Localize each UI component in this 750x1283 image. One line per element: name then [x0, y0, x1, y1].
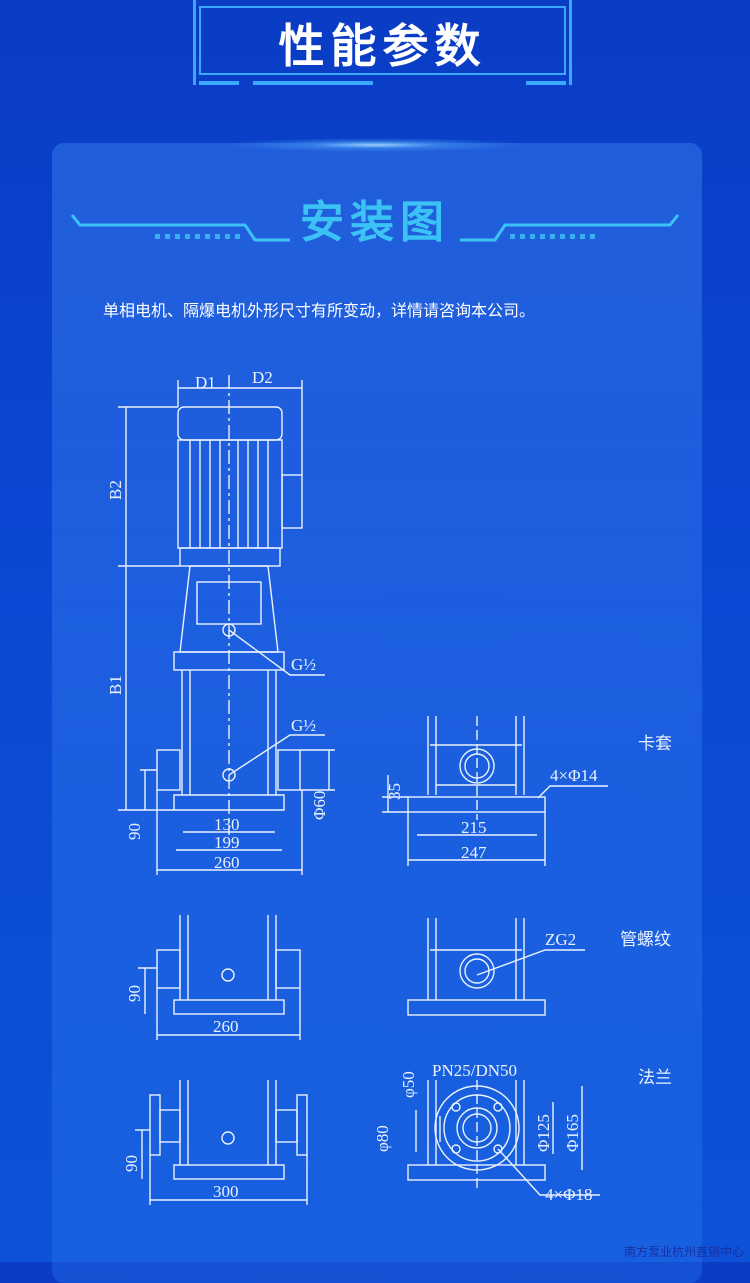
glow-decoration [225, 138, 525, 152]
dim-130: 130 [214, 815, 240, 834]
label-g-lower: G½ [291, 716, 316, 735]
installation-note: 单相电机、隔爆电机外形尺寸有所变动，详情请咨询本公司。 [103, 301, 536, 320]
footer-watermark: 南方泵业杭州直销中心 [623, 1245, 744, 1259]
label-pn25-dn50: PN25/DN50 [432, 1061, 517, 1080]
dim-260: 260 [214, 853, 240, 872]
label-holes-14: 4×Φ14 [550, 766, 598, 785]
title-frame: 性能参数 [193, 0, 572, 85]
dim-d2: D2 [252, 368, 273, 387]
label-flange: 法兰 [638, 1068, 672, 1087]
dim-phi60: Φ60 [310, 791, 329, 820]
dim-300: 300 [213, 1182, 239, 1201]
dim-215: 215 [461, 818, 487, 837]
main-pump-view: D1 D2 B2 B1 G½ G½ 130 199 260 90 Φ60 [106, 368, 335, 875]
dim-d1: D1 [195, 373, 216, 392]
label-pipe-thread: 管螺纹 [620, 930, 671, 949]
ferrule-view: 215 247 35 4×Φ14 卡套 [382, 716, 672, 866]
section-title: 安装图 [300, 197, 450, 248]
label-g-upper: G½ [291, 655, 316, 674]
dim-90: 90 [125, 823, 144, 840]
dim-phi80: φ80 [373, 1125, 392, 1152]
section-title-ornament [70, 214, 680, 242]
dim-b1: B1 [106, 675, 125, 695]
dim-90-flange: 90 [122, 1155, 141, 1172]
dim-260-thread: 260 [213, 1017, 239, 1036]
dim-247: 247 [461, 843, 487, 862]
dim-phi165: Φ165 [563, 1114, 582, 1152]
label-holes-18: 4×Φ18 [545, 1185, 593, 1204]
dim-90-thread: 90 [125, 985, 144, 1002]
content-card [52, 143, 702, 1283]
dim-35: 35 [385, 783, 404, 800]
dim-phi125: Φ125 [534, 1114, 553, 1152]
flange-view: 300 90 PN25/DN50 φ50 φ80 Φ125 Φ165 4×Φ18… [122, 1061, 672, 1205]
dim-phi50: φ50 [399, 1071, 418, 1098]
label-ferrule: 卡套 [638, 734, 672, 753]
dim-199: 199 [214, 833, 240, 852]
dim-b2: B2 [106, 480, 125, 500]
label-zg2: ZG2 [545, 930, 576, 949]
page-title: 性能参数 [278, 19, 487, 73]
thread-view: 260 90 ZG2 管螺纹 [125, 915, 671, 1040]
